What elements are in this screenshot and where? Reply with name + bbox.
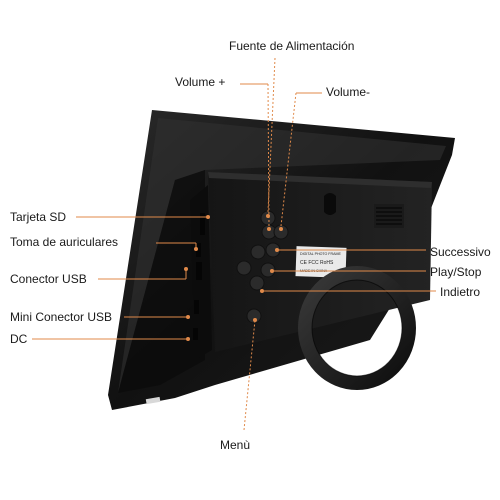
usb-port [196, 262, 202, 280]
sd-card-slot [200, 213, 205, 235]
frame-bottom-tag [145, 396, 161, 405]
left-button [236, 260, 252, 276]
control-buttons [236, 210, 289, 324]
power-marker-dot [266, 214, 270, 218]
play-stop-button [260, 262, 276, 278]
menu-label: Menù [220, 438, 251, 452]
play-stop-marker-dot [270, 269, 274, 273]
stand-ring [298, 266, 416, 390]
dc-marker-dot [186, 337, 190, 341]
side-ports [193, 213, 205, 340]
headphone-label: Toma de auriculares [10, 235, 119, 249]
next-label: Successivo [430, 245, 491, 259]
headphone-marker-dot [194, 247, 198, 251]
speaker-grille [374, 204, 404, 228]
back-button [249, 275, 265, 291]
volume-down-marker-dot [279, 227, 283, 231]
usb-label: Conector USB [10, 272, 87, 286]
sd-card-label: Tarjeta SD [10, 210, 67, 224]
play-stop-label: Play/Stop [430, 265, 482, 279]
headphone-jack [196, 243, 201, 257]
dc-label: DC [10, 332, 28, 346]
menu-button [246, 308, 262, 324]
callout-lines [32, 57, 436, 431]
callout-dots [184, 214, 283, 341]
usb-marker-dot [184, 267, 188, 271]
center-button [250, 244, 266, 260]
mini-usb-label: Mini Conector USB [10, 310, 113, 324]
wall-hook-slot [324, 193, 336, 215]
dc-port [193, 328, 198, 340]
sd-marker-dot [206, 215, 210, 219]
next-marker-dot [275, 248, 279, 252]
volume-up-marker-dot [267, 227, 271, 231]
menu-marker-dot [253, 318, 257, 322]
sticker-certs: CE FCC RoHS [300, 260, 334, 266]
sticker-title: DIGITAL PHOTO FRAME [300, 252, 341, 256]
mini-usb-port [194, 300, 199, 314]
volume-down-label: Volume- [326, 85, 371, 99]
back-label: Indietro [440, 285, 481, 299]
volume-up-label: Volume + [175, 75, 226, 89]
back-marker-dot [260, 289, 264, 293]
mini-usb-marker-dot [186, 315, 190, 319]
power-label: Fuente de Alimentación [229, 39, 355, 53]
